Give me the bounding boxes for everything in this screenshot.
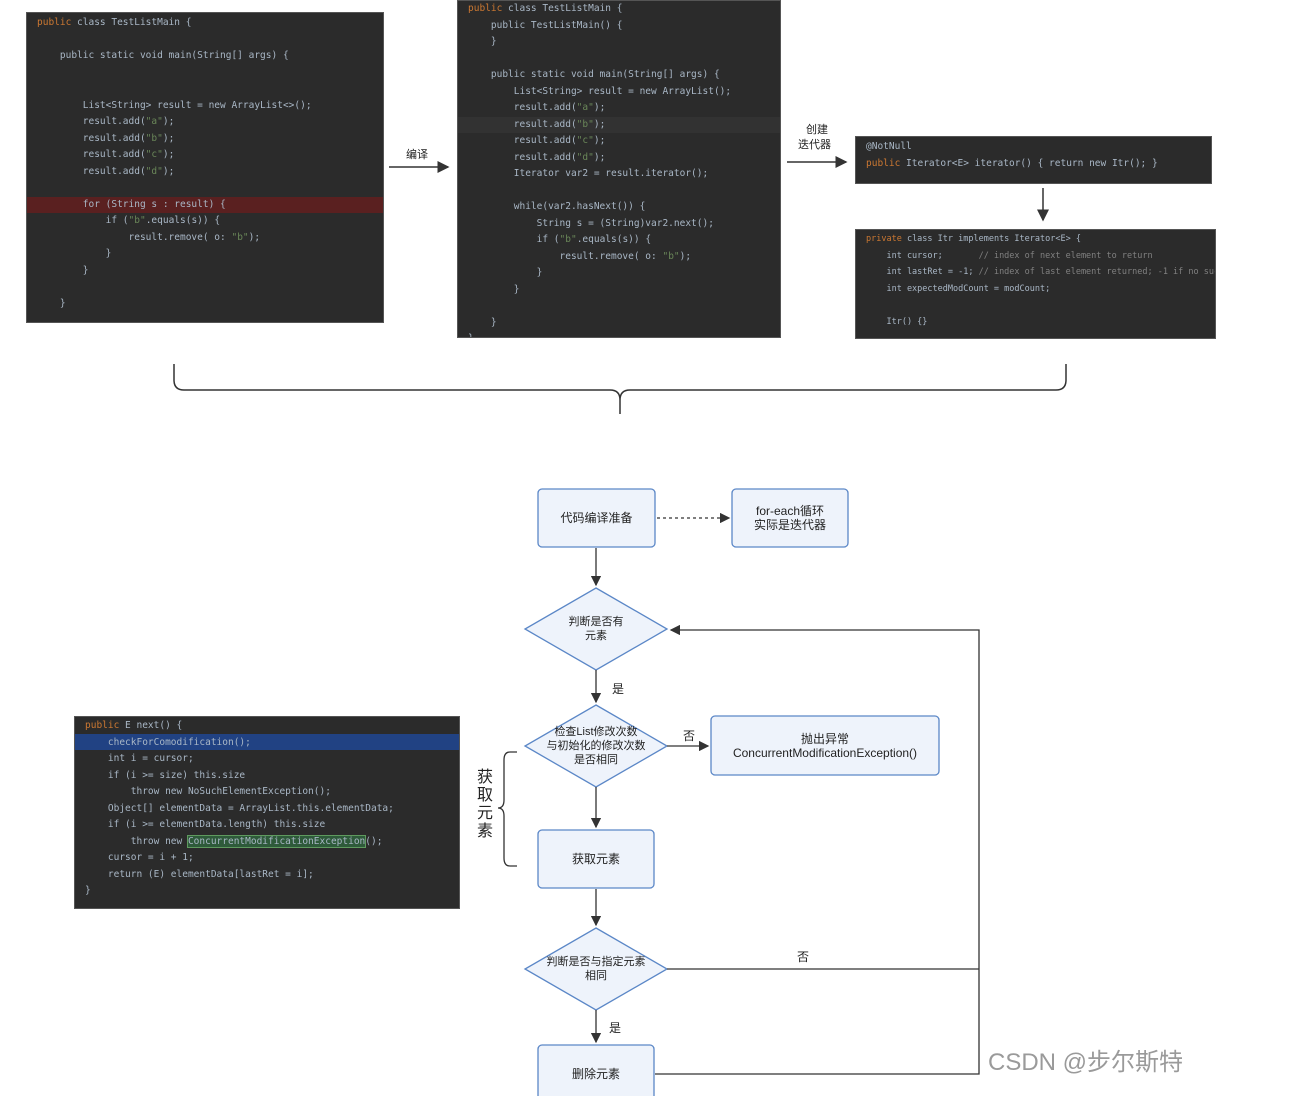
remove-label: 删除元素 [571,1067,620,1081]
code-line: @NotNull [866,141,912,152]
label-no-1: 否 [683,729,696,743]
text-has-element: 判断是否有 元素 [545,610,647,648]
code-line: int lastRet = -1; // index of last eleme… [866,267,1216,277]
code-line: public Iterator<E> iterator() { return n… [866,157,1158,169]
check-label-2: 与初始化的修改次数 [546,740,646,752]
code-line: result.add("c"); [37,149,175,160]
code-line: int expectedModCount = modCount; [866,283,1051,294]
code-lines-source: public class TestListMain { public stati… [27,15,383,312]
code-line: int i = cursor; [85,753,194,764]
code-lines-next-method: public E next() { checkForComodification… [75,717,459,899]
code-panel-next-method: public E next() { checkForComodification… [74,716,460,909]
code-line: int cursor; // index of next element to … [866,250,1153,261]
code-line: } [468,316,497,328]
node-prepare [537,488,656,548]
code-line: for (String s : result) { [27,196,383,213]
node-get-element [537,829,655,889]
code-line: } [458,331,780,337]
text-foreach: for-each循环 实际是迭代器 [732,489,848,547]
code-line: result.add("b"); [458,116,780,133]
code-line: if ("b".equals(s)) { [468,234,652,245]
code-line: private class Itr implements Iterator<E>… [866,234,1081,244]
code-line: result.add("b"); [37,132,175,144]
code-line: } [37,248,112,259]
node-remove [537,1044,655,1096]
code-line: List<String> result = new ArrayList<>(); [37,99,312,111]
code-line: return (E) elementData[lastRet = i]; [85,868,314,880]
code-line: public TestListMain() { [468,19,623,31]
code-line: } [85,885,91,896]
check-label-1: 检查List修改次数 [554,726,638,738]
label-get-element-group: 获取元素 [474,768,491,840]
label-create-iterator-1: 创建 [806,124,828,136]
code-line: result.add("a"); [468,102,606,113]
prepare-label: 代码编译准备 [560,511,633,525]
label-no-2: 否 [797,950,810,964]
code-line: Object[] elementData = ArrayList.this.el… [85,802,394,814]
code-line: checkForComodification(); [75,733,459,750]
code-line: throw new NoSuchElementException(); [85,786,331,797]
watermark: CSDN @步尔斯特 [988,1049,1184,1076]
code-line: throw new ConcurrentModificationExceptio… [85,834,383,848]
code-line: } [37,264,89,276]
text-throw: 抛出异常 ConcurrentModificationException() [711,716,939,775]
text-remove: 删除元素 [538,1045,654,1103]
code-line: public static void main(String[] args) { [37,50,289,61]
code-line: result.remove( o: "b"); [37,231,261,243]
label-compile: 编译 [406,149,428,161]
label-create-iterator-2: 迭代器 [798,139,831,151]
check-label-3: 是否相同 [574,754,618,766]
code-line: if (i >= elementData.length) this.size [85,819,326,830]
code-line: Itr() {} [866,316,928,327]
has-element-label-1: 判断是否有 [568,616,624,628]
node-throw [710,715,940,776]
code-panel-compiled: public class TestListMain { public TestL… [457,0,781,338]
code-line: public static void main(String[] args) { [468,69,720,80]
text-match: 判断是否与指定元素 相同 [530,950,662,988]
code-line: String s = (String)var2.next(); [468,217,714,229]
code-line: if ("b".equals(s)) { [37,215,221,226]
vertical-brace [497,751,517,867]
code-panel-itr-class: private class Itr implements Iterator<E>… [855,229,1216,339]
match-label-2: 相同 [585,970,607,982]
code-line: result.add("c"); [468,135,606,146]
text-get-element: 获取元素 [538,830,654,888]
code-line: public class TestListMain { [37,17,192,28]
foreach-label-1: for-each循环 [755,504,825,518]
label-yes-1: 是 [612,682,625,696]
label-yes-2: 是 [609,1021,622,1035]
get-element-label: 获取元素 [571,852,620,866]
code-line: public class TestListMain { [468,3,623,14]
code-line: List<String> result = new ArrayList(); [468,85,732,97]
code-panel-source: public class TestListMain { public stati… [26,12,384,323]
has-element-label-2: 元素 [585,630,607,642]
code-lines-itr-class: private class Itr implements Iterator<E>… [856,233,1216,338]
node-foreach [731,488,849,548]
text-check-modcount: 检查List修改次数 与初始化的修改次数 是否相同 [535,724,657,768]
code-line: result.add("d"); [37,165,175,177]
code-panel-iterator-method: @NotNull public Iterator<E> iterator() { … [855,136,1212,184]
code-line: Iterator var2 = result.iterator(); [468,168,709,179]
throw-label-2: ConcurrentModificationException() [732,745,918,760]
code-line: result.add("a"); [37,116,175,127]
throw-label-1: 抛出异常 [800,731,849,746]
text-prepare: 代码编译准备 [538,489,655,547]
code-line: public E next() { [85,720,183,731]
code-line: result.add("d"); [468,151,606,163]
foreach-label-2: 实际是迭代器 [753,518,826,532]
code-line: cursor = i + 1; [85,852,194,863]
code-line: } [468,267,543,278]
horizontal-brace [173,364,1067,414]
code-lines-compiled: public class TestListMain { public TestL… [458,1,780,337]
edge-remove-loop [655,624,980,1075]
match-label-1: 判断是否与指定元素 [546,956,646,968]
code-line: while(var2.hasNext()) { [468,201,646,212]
code-line: } [468,36,497,47]
code-line: if (i >= size) this.size [85,769,246,781]
code-lines-iterator-method: @NotNull public Iterator<E> iterator() { … [856,139,1211,172]
code-line: result.remove( o: "b"); [468,250,692,262]
code-line: } [37,297,66,309]
code-line: } [468,283,520,295]
